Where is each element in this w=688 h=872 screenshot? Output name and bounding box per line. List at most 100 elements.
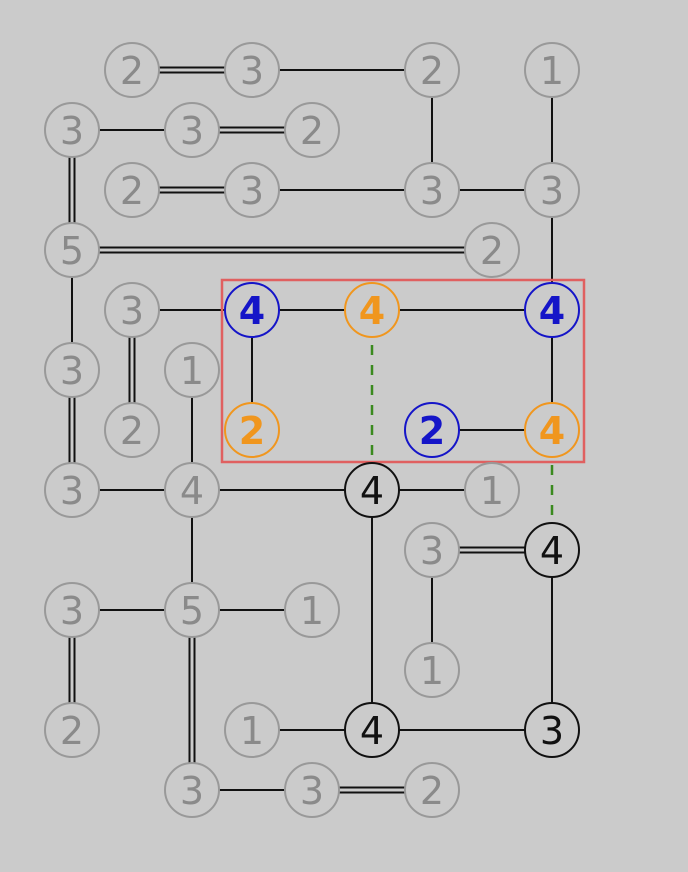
island-gray[interactable]: 1 xyxy=(404,642,460,698)
island-gray[interactable]: 3 xyxy=(404,162,460,218)
island-gray[interactable]: 1 xyxy=(164,342,220,398)
island-circle xyxy=(44,462,100,518)
island-circle xyxy=(224,702,280,758)
island-circle xyxy=(44,102,100,158)
island-gray[interactable]: 3 xyxy=(104,282,160,338)
island-circle xyxy=(464,222,520,278)
island-number: 5 xyxy=(60,229,84,273)
island-circle xyxy=(44,342,100,398)
island-number: 3 xyxy=(300,769,324,813)
island-gray[interactable]: 5 xyxy=(44,222,100,278)
island-circle xyxy=(344,462,400,518)
island-number: 4 xyxy=(359,289,385,333)
island-number: 3 xyxy=(240,169,264,213)
island-circle xyxy=(404,642,460,698)
island-number: 2 xyxy=(120,169,144,213)
island-circle xyxy=(524,702,580,758)
island-circle xyxy=(524,162,580,218)
island-number: 2 xyxy=(480,229,504,273)
island-circle xyxy=(344,282,400,338)
island-number: 2 xyxy=(120,409,144,453)
island-number: 2 xyxy=(300,109,324,153)
island-number: 3 xyxy=(540,709,564,753)
island-gray[interactable]: 2 xyxy=(104,42,160,98)
island-circle xyxy=(404,42,460,98)
island-number: 3 xyxy=(60,469,84,513)
island-black[interactable]: 4 xyxy=(344,702,400,758)
island-circle xyxy=(524,42,580,98)
island-black[interactable]: 3 xyxy=(524,702,580,758)
island-circle xyxy=(164,762,220,818)
island-gray[interactable]: 3 xyxy=(44,342,100,398)
island-gray[interactable]: 2 xyxy=(464,222,520,278)
island-number: 1 xyxy=(480,469,504,513)
island-blue[interactable]: 4 xyxy=(524,282,580,338)
island-circle xyxy=(104,42,160,98)
island-number: 2 xyxy=(419,409,445,453)
island-circle xyxy=(524,522,580,578)
island-gray[interactable]: 3 xyxy=(44,462,100,518)
island-number: 4 xyxy=(539,289,565,333)
island-gray[interactable]: 1 xyxy=(224,702,280,758)
island-circle xyxy=(104,402,160,458)
island-gray[interactable]: 3 xyxy=(44,102,100,158)
island-number: 3 xyxy=(420,529,444,573)
island-gray[interactable]: 3 xyxy=(404,522,460,578)
island-gray[interactable]: 2 xyxy=(404,762,460,818)
island-circle xyxy=(404,162,460,218)
island-gray[interactable]: 2 xyxy=(104,162,160,218)
island-circle xyxy=(464,462,520,518)
island-number: 3 xyxy=(180,769,204,813)
island-circle xyxy=(344,702,400,758)
island-orange[interactable]: 4 xyxy=(524,402,580,458)
highlight-region xyxy=(220,278,586,464)
island-black[interactable]: 4 xyxy=(344,462,400,518)
island-number: 1 xyxy=(420,649,444,693)
island-gray[interactable]: 4 xyxy=(164,462,220,518)
island-gray[interactable]: 3 xyxy=(284,762,340,818)
island-orange[interactable]: 2 xyxy=(224,402,280,458)
island-circle xyxy=(404,762,460,818)
island-number: 4 xyxy=(360,469,384,513)
island-gray[interactable]: 3 xyxy=(224,42,280,98)
island-gray[interactable]: 3 xyxy=(44,582,100,638)
island-black[interactable]: 4 xyxy=(524,522,580,578)
island-gray[interactable]: 5 xyxy=(164,582,220,638)
island-gray[interactable]: 1 xyxy=(284,582,340,638)
island-orange[interactable]: 4 xyxy=(344,282,400,338)
island-gray[interactable]: 2 xyxy=(104,402,160,458)
island-blue[interactable]: 2 xyxy=(404,402,460,458)
island-gray[interactable]: 1 xyxy=(464,462,520,518)
island-circle xyxy=(224,162,280,218)
island-number: 3 xyxy=(60,109,84,153)
island-circle xyxy=(164,582,220,638)
island-number: 2 xyxy=(420,49,444,93)
island-gray[interactable]: 1 xyxy=(524,42,580,98)
island-circle xyxy=(284,582,340,638)
island-circle xyxy=(104,162,160,218)
island-number: 3 xyxy=(540,169,564,213)
island-number: 4 xyxy=(180,469,204,513)
island-circle xyxy=(164,102,220,158)
island-number: 3 xyxy=(120,289,144,333)
island-gray[interactable]: 2 xyxy=(404,42,460,98)
island-circle xyxy=(224,402,280,458)
island-gray[interactable]: 3 xyxy=(524,162,580,218)
island-gray[interactable]: 3 xyxy=(164,762,220,818)
island-number: 3 xyxy=(240,49,264,93)
island-gray[interactable]: 2 xyxy=(284,102,340,158)
island-circle xyxy=(524,282,580,338)
island-number: 4 xyxy=(540,529,564,573)
island-number: 2 xyxy=(120,49,144,93)
island-number: 4 xyxy=(239,289,265,333)
island-number: 2 xyxy=(420,769,444,813)
island-gray[interactable]: 3 xyxy=(224,162,280,218)
island-gray[interactable]: 2 xyxy=(44,702,100,758)
island-gray[interactable]: 3 xyxy=(164,102,220,158)
island-blue[interactable]: 4 xyxy=(224,282,280,338)
island-number: 2 xyxy=(239,409,265,453)
island-circle xyxy=(104,282,160,338)
island-circle xyxy=(404,522,460,578)
island-number: 2 xyxy=(60,709,84,753)
